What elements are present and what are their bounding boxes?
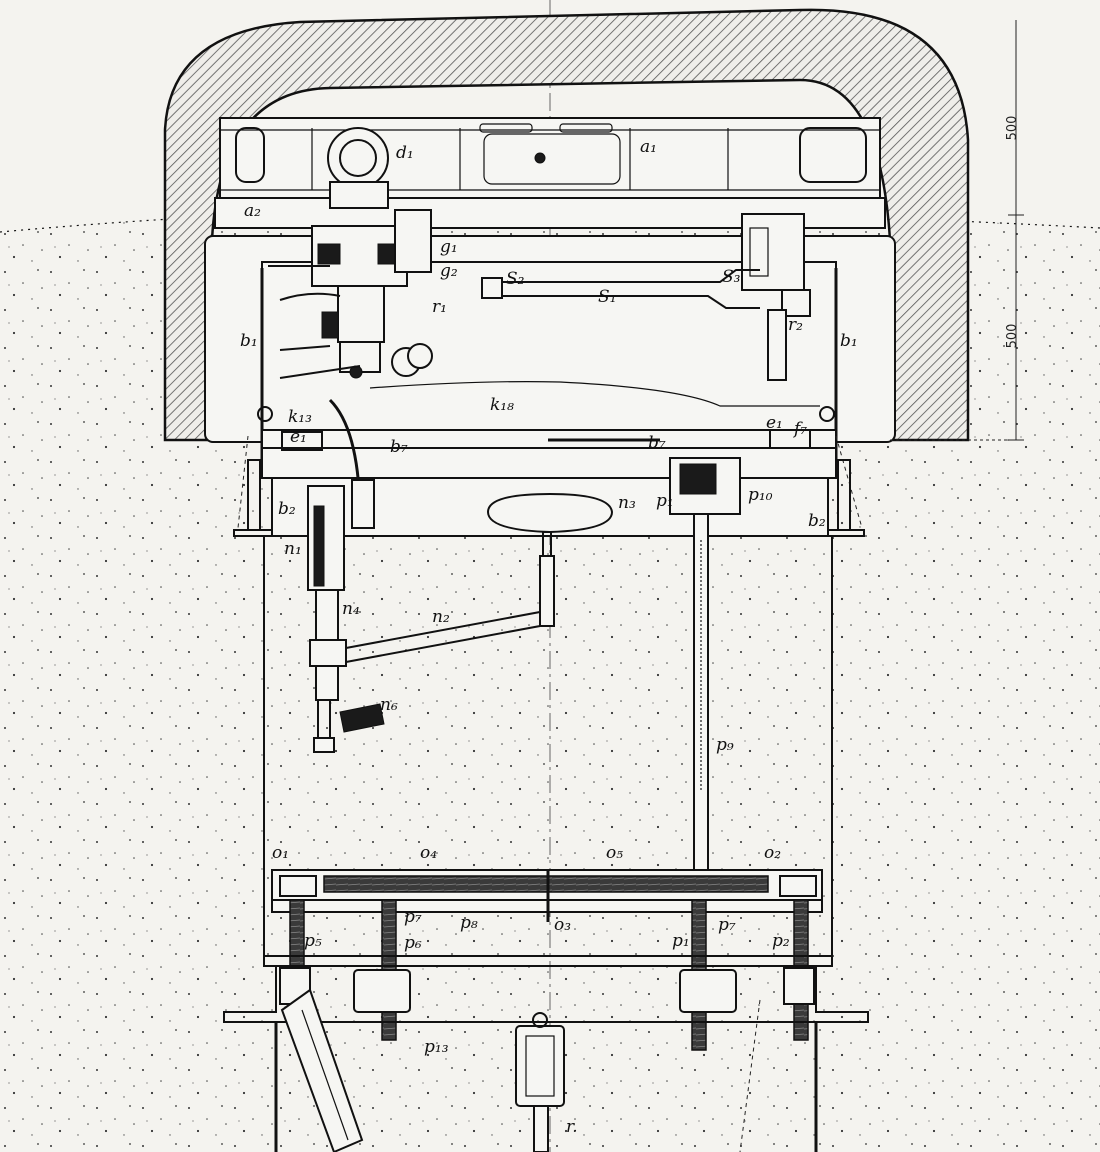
label-g1: g₁ [440,237,458,257]
label-p9: p₉ [716,735,734,755]
label-p6: p₆ [404,933,422,953]
column-p9 [669,457,741,871]
label-r2: r₂ [788,315,803,335]
label-o1: o₁ [272,843,289,863]
label-p7-right: p₇ [718,915,736,935]
label-s2: S₂ [506,269,525,289]
label-r1: r₁ [432,297,447,317]
label-p1-bottom: p₁ [672,931,690,951]
label-b7-left: b₇ [390,437,408,457]
label-a1: a₁ [640,137,657,157]
upper-right-periscope [741,213,811,381]
line-k18 [369,381,820,407]
label-e1-left: e₁ [290,427,307,447]
label-p1-top: p₁ [656,491,674,511]
label-r-bottom: r. [566,1117,578,1137]
bottom-lamp [515,1012,565,1152]
label-o4: o₄ [420,843,437,863]
dimension-lower: 500 [1005,324,1020,349]
label-b2-right: b₂ [808,511,826,531]
label-o3: o₃ [554,915,571,935]
label-n2: n₂ [432,607,450,627]
label-a2: a₂ [244,201,261,221]
label-k13: k₁₃ [288,407,312,427]
lever-arm-assembly [307,398,541,753]
label-s3: S₃ [722,267,741,287]
label-o5: o₅ [606,843,623,863]
label-b1-right: b₁ [840,331,858,351]
label-g2: g₂ [440,261,458,281]
label-d1: d₁ [396,143,414,163]
ladder-strut [280,988,761,1152]
label-p5: p₅ [304,931,322,951]
label-e1-right: e₁ [766,413,783,433]
label-s1: S₁ [598,287,616,307]
dimension-lines [890,20,1024,441]
label-p10: p₁₀ [748,485,773,505]
label-p2: p₂ [772,931,790,951]
label-n6: n₆ [380,695,398,715]
label-b1-left: b₁ [240,331,258,351]
label-b2-left: b₂ [278,499,296,519]
seat-n3 [486,492,614,627]
label-p8: p₈ [460,913,478,933]
label-b7-mid: b₇ [648,433,666,453]
upper-left-mechanism [268,127,433,379]
platform-o [271,869,823,922]
label-n3: n₃ [618,493,636,513]
label-n4: n₄ [342,599,360,619]
label-n1: n₁ [284,539,302,559]
label-p7-left: p₇ [404,907,422,927]
label-o2: o₂ [764,843,781,863]
label-f7: f₇ [792,419,807,439]
ring-floor [261,429,837,479]
label-p13: p₁₃ [424,1037,449,1057]
dimension-upper: 500 [1005,116,1020,141]
label-k18: k₁₈ [490,395,514,415]
screw-jacks [279,899,815,1051]
cupola-inner-frame [214,117,886,229]
control-rod-s1 [481,269,760,309]
